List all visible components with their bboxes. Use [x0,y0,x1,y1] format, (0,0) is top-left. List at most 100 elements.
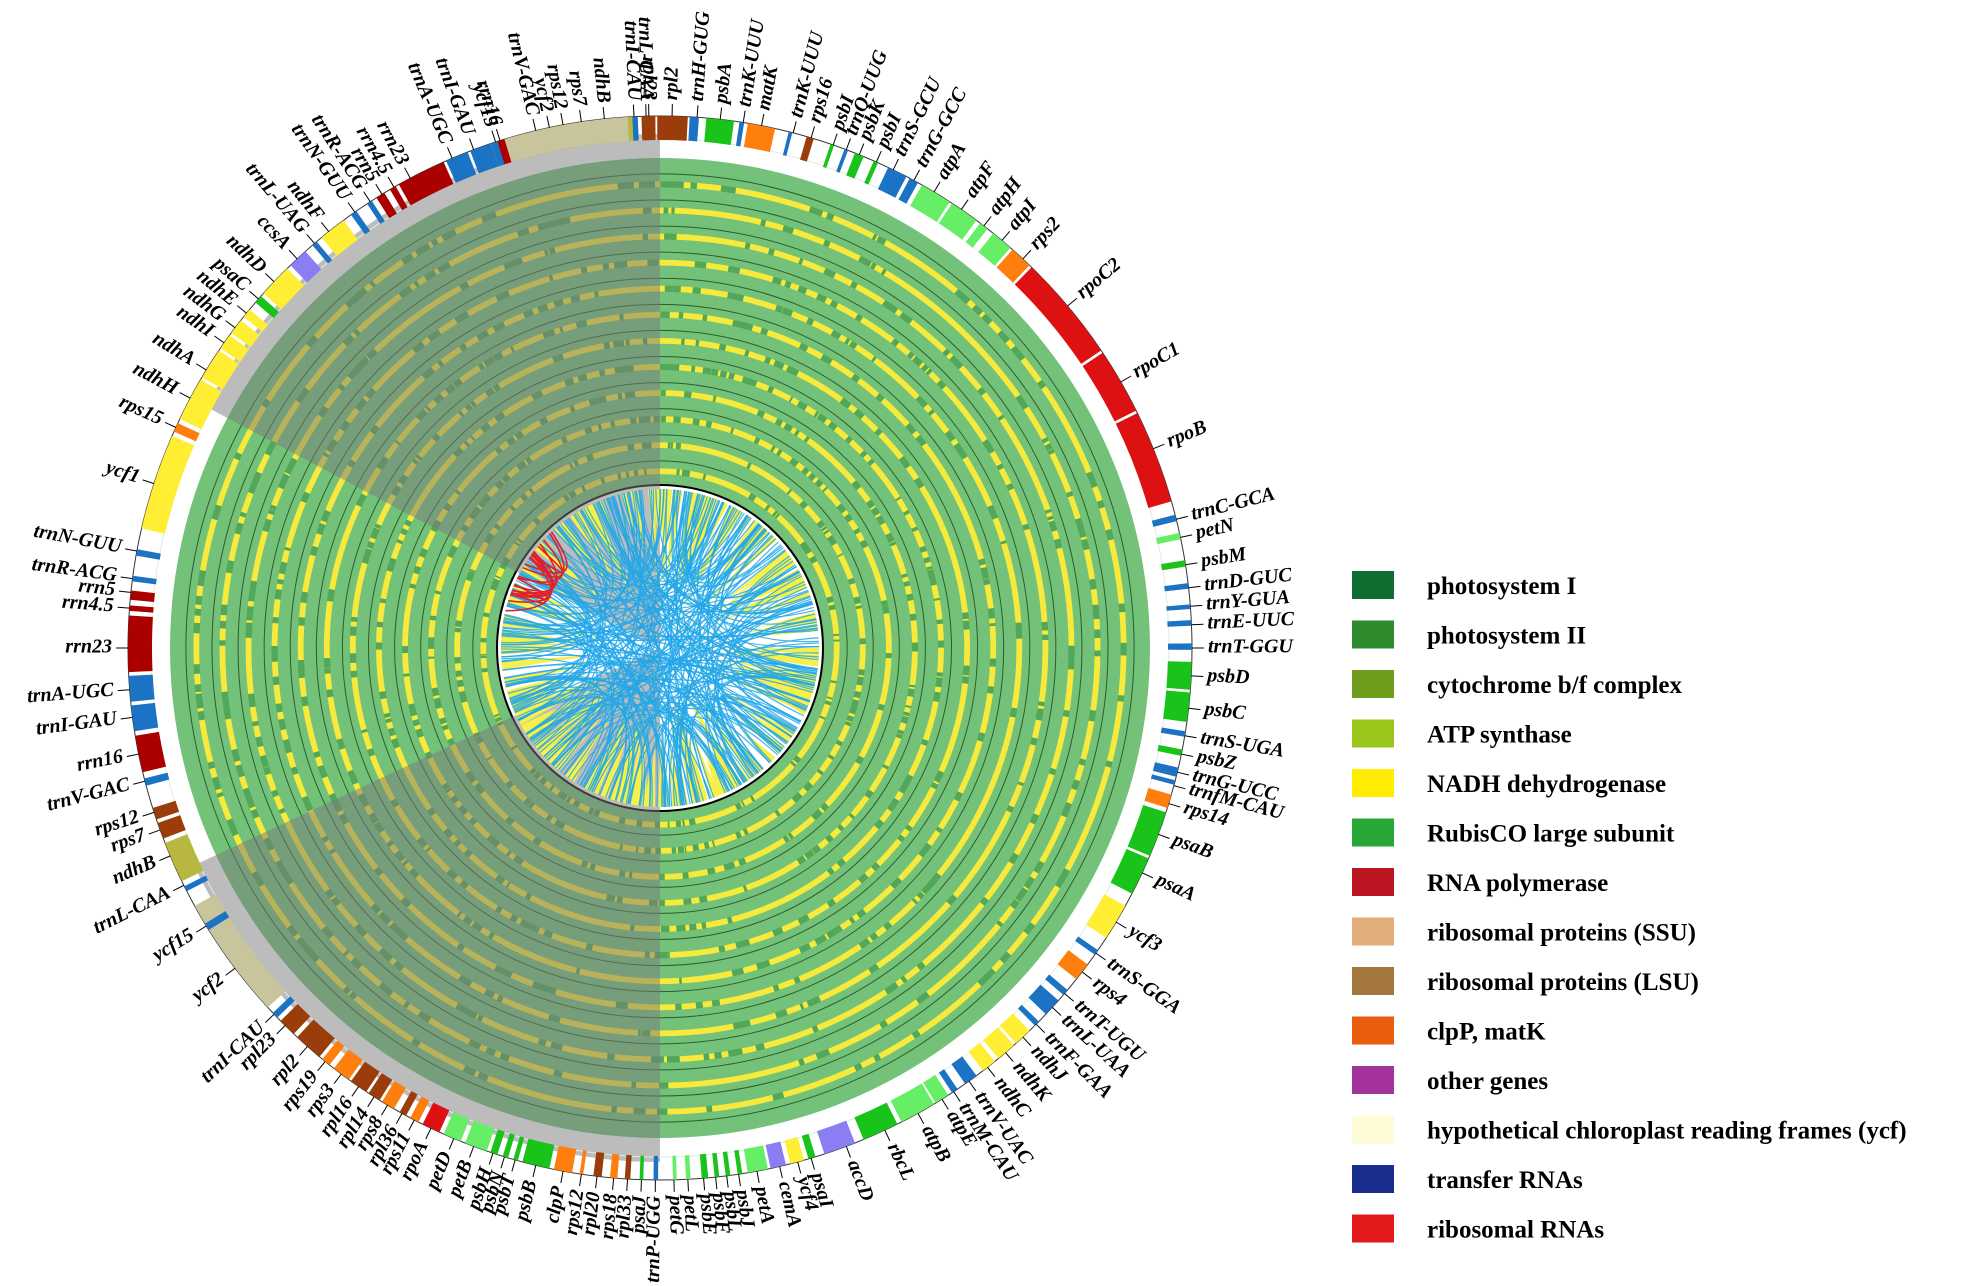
gene-tick [792,121,797,134]
gene-block [641,116,656,141]
gene-block [382,1081,406,1109]
identity-variation-mark [309,545,319,557]
identity-variation-mark [1080,538,1090,551]
identity-variation-mark [350,616,358,622]
identity-variation-mark [1089,578,1097,590]
gene-tick [1168,803,1181,808]
identity-variation-mark [362,551,371,563]
density-spike [780,700,807,715]
identity-variation-mark [671,207,675,214]
gene-block [321,220,358,257]
gene-tick [595,1176,598,1189]
gene-tick [1051,1007,1062,1016]
gene-tick [626,1178,629,1192]
repeat-link [505,677,742,786]
identity-variation-mark [1118,603,1126,613]
gene-block [410,1096,430,1123]
gene-block [890,1083,935,1123]
identity-variation-mark [207,761,216,770]
gene-tick [987,1066,996,1077]
gene-label: trnC-GCA [1189,483,1277,525]
gene-block [898,178,918,204]
repeat-link [721,527,811,613]
gene-block [351,1061,380,1092]
identity-variation-mark [749,795,756,802]
gene-block [220,335,250,362]
identity-variation-mark [300,491,311,504]
density-spike [669,748,679,807]
gene-block [135,731,167,773]
identity-variation-mark [814,934,828,946]
gene-label: trnN-GUU [32,520,125,558]
repeat-link [501,633,811,702]
gene-tick [1022,249,1032,260]
identity-variation-mark [982,438,991,448]
identity-variation-mark [796,400,808,411]
repeat-link [501,491,690,658]
repeat-link [580,509,787,745]
identity-variation-mark [759,959,771,969]
identity-variation-mark [1048,767,1057,776]
identity-variation-mark [788,396,794,403]
identity-variation-mark [1044,508,1052,514]
gene-block [1028,984,1059,1015]
identity-variation-mark [787,832,794,840]
identity-variation-mark [809,555,817,563]
identity-variation-mark [1094,629,1101,639]
density-spike [751,535,777,560]
repeat-link [525,518,606,735]
legend-swatch [1352,1115,1394,1144]
repeat-link [502,562,588,633]
identity-variation-mark [290,766,299,776]
gene-tick [632,104,635,117]
gene-block [446,152,477,183]
density-spike [630,490,645,555]
gene-tick [351,1086,360,1097]
gene-block [553,1145,577,1173]
identity-variation-mark [836,858,847,868]
gene-tick [892,158,899,171]
gene-block [712,1152,720,1178]
gene-block [491,141,505,167]
palindromic-link [510,583,547,604]
density-spike [749,549,789,581]
gene-block [522,1138,555,1169]
gene-tick [375,183,383,195]
identity-variation-mark [857,669,865,676]
repeat-link [663,497,711,807]
repeat-link [510,591,797,731]
gene-tick [941,1098,949,1110]
identity-variation-mark [827,421,838,431]
identity-variation-mark [400,527,409,536]
identity-variation-mark [932,691,941,703]
identity-variation-mark [811,1025,819,1033]
gene-tick [126,753,139,757]
identity-variation-mark [971,304,984,316]
identity-variation-mark [277,480,287,490]
identity-variation-mark [849,280,858,290]
identity-variation-mark [682,819,685,827]
gene-tick [1081,971,1092,980]
identity-variation-mark [889,797,900,808]
repeat-link [510,593,598,765]
identity-variation-mark [847,577,856,585]
identity-variation-mark [267,508,276,516]
gene-block [1152,762,1179,777]
gene-tick [1173,785,1186,790]
gene-label: accD [843,1157,878,1204]
gene-tick [408,1119,415,1131]
identity-variation-mark [676,820,680,828]
gene-block [1161,560,1186,571]
identity-variation-mark [889,540,897,547]
gene-tick [117,606,130,609]
identity-variation-mark [239,511,247,518]
identity-variation-mark [906,593,914,599]
identity-variation-mark [903,580,911,587]
identity-variation-mark [1046,515,1054,521]
gene-tick [884,1129,891,1142]
identity-variation-mark [278,718,287,731]
gene-block [672,1155,677,1180]
gene-block [639,1155,645,1180]
identity-variation-mark [933,597,941,601]
repeat-link [547,512,745,588]
